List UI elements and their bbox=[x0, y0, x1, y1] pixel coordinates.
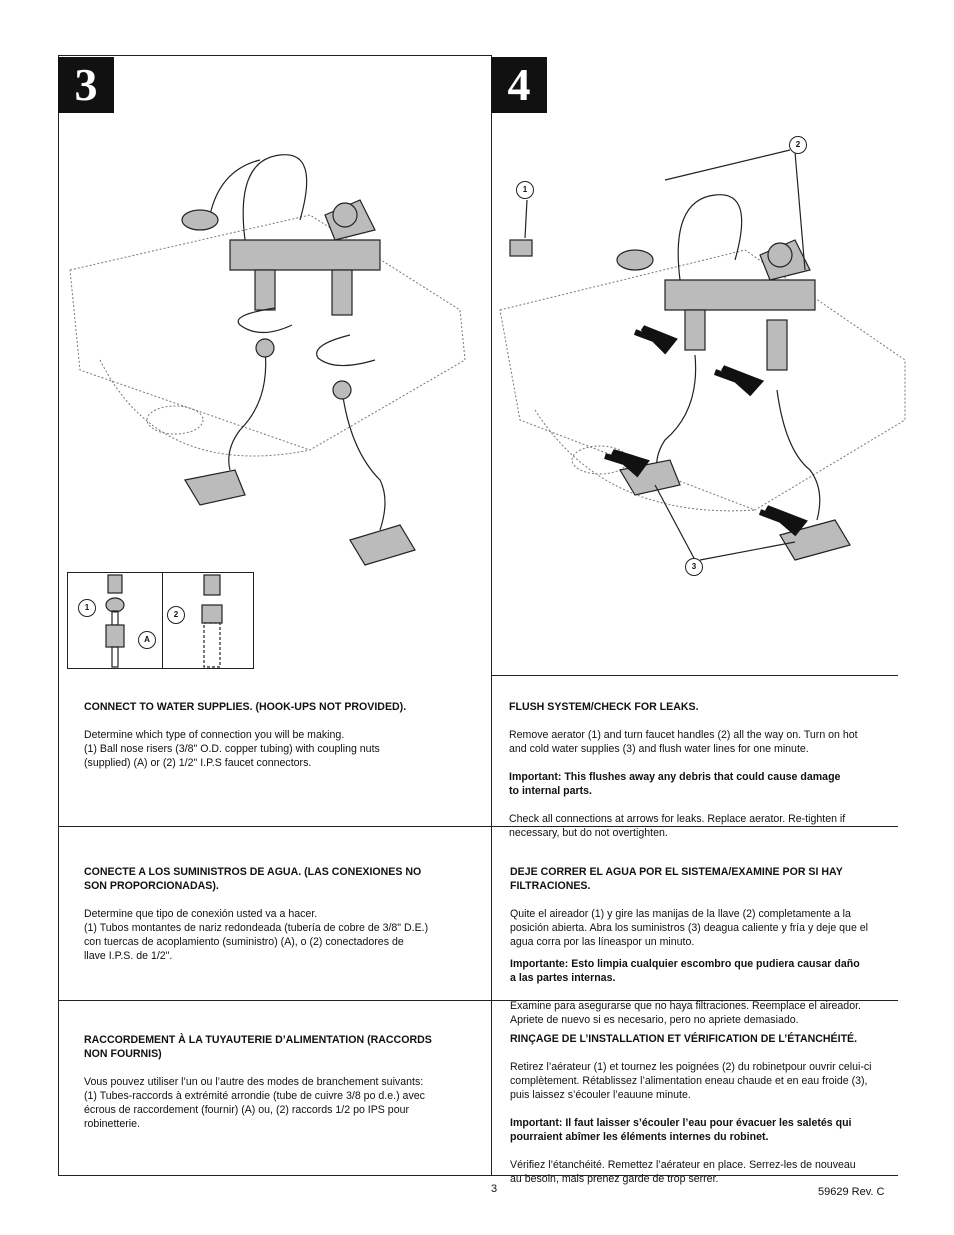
step-4-french-text: RINÇAGE DE L’INSTALLATION ET VÉRIFICATIO… bbox=[510, 1018, 915, 1186]
callout-supplies-3: 3 bbox=[685, 558, 703, 576]
step-3-faucet-illustration bbox=[69, 154, 466, 566]
bottom-rule bbox=[58, 1175, 898, 1176]
step-4-english-important: Important: This flushes away any debris … bbox=[509, 771, 841, 797]
step-4-english-heading: FLUSH SYSTEM/CHECK FOR LEAKS. bbox=[509, 701, 699, 713]
inset-callout-a: A bbox=[138, 631, 156, 649]
left-border bbox=[58, 55, 59, 1176]
ips-connector-drawing bbox=[201, 574, 223, 668]
top-rule bbox=[58, 55, 492, 56]
callout-aerator-1: 1 bbox=[516, 181, 534, 199]
callout-handles-2: 2 bbox=[789, 136, 807, 154]
step-4-french-body: Retirez l’aérateur (1) et tournez les po… bbox=[510, 1061, 872, 1101]
step-3-english-body: Determine which type of connection you w… bbox=[84, 729, 380, 769]
inset-divider bbox=[162, 573, 163, 668]
page-number: 3 bbox=[491, 1183, 498, 1195]
step-4-spanish-text: DEJE CORRER EL AGUA POR EL SISTEMA/EXAMI… bbox=[510, 851, 910, 1027]
text-rule-1 bbox=[58, 826, 898, 827]
step-4-faucet-illustration bbox=[499, 149, 906, 561]
inset-callout-2: 2 bbox=[167, 606, 185, 624]
step-4-english-text: FLUSH SYSTEM/CHECK FOR LEAKS. Remove aer… bbox=[509, 686, 909, 840]
document-revision: 59629 Rev. C bbox=[818, 1186, 885, 1198]
step-3-spanish-body: Determine que tipo de conexión usted va … bbox=[84, 908, 429, 962]
step-4-english-body: Remove aerator (1) and turn faucet handl… bbox=[509, 729, 858, 755]
right-top-rule bbox=[491, 675, 898, 676]
step-4-spanish-heading: DEJE CORRER EL AGUA POR EL SISTEMA/EXAMI… bbox=[510, 866, 843, 892]
step-4-french-after: Vérifiez l’étanchéité. Remettez l’aérate… bbox=[510, 1159, 856, 1185]
step-3-english-heading: CONNECT TO WATER SUPPLIES. (HOOK-UPS NOT… bbox=[84, 701, 407, 713]
connection-inset: 1 A 2 bbox=[67, 572, 254, 669]
step-4-english-after: Check all connections at arrows for leak… bbox=[509, 813, 846, 839]
ball-nose-riser-drawing bbox=[105, 574, 125, 668]
step-3-english-text: CONNECT TO WATER SUPPLIES. (HOOK-UPS NOT… bbox=[84, 686, 479, 770]
step-3-spanish-heading: CONECTE A LOS SUMINISTROS DE AGUA. (LAS … bbox=[84, 866, 422, 892]
step-4-spanish-important: Importante: Esto limpia cualquier escomb… bbox=[510, 958, 860, 984]
step-4-spanish-after: Examine para asegurarse que no haya filt… bbox=[510, 1000, 861, 1026]
step-4-french-heading: RINÇAGE DE L’INSTALLATION ET VÉRIFICATIO… bbox=[510, 1033, 858, 1045]
step-3-number: 3 bbox=[58, 57, 114, 113]
step-3-french-heading: RACCORDEMENT À LA TUYAUTERIE D’ALIMENTAT… bbox=[84, 1034, 432, 1060]
step-4-number: 4 bbox=[491, 57, 547, 113]
step-4-french-important: Important: Il faut laisser s’écouler l’e… bbox=[510, 1117, 852, 1143]
center-divider bbox=[491, 55, 492, 1176]
inset-callout-1: 1 bbox=[78, 599, 96, 617]
step-3-spanish-text: CONECTE A LOS SUMINISTROS DE AGUA. (LAS … bbox=[84, 851, 479, 963]
text-rule-2 bbox=[58, 1000, 898, 1001]
step-3-french-text: RACCORDEMENT À LA TUYAUTERIE D’ALIMENTAT… bbox=[84, 1019, 479, 1131]
step-3-french-body: Vous pouvez utiliser l’un ou l’autre des… bbox=[84, 1076, 425, 1130]
step-4-spanish-body: Quite el aireador (1) y gire las manijas… bbox=[510, 908, 869, 948]
